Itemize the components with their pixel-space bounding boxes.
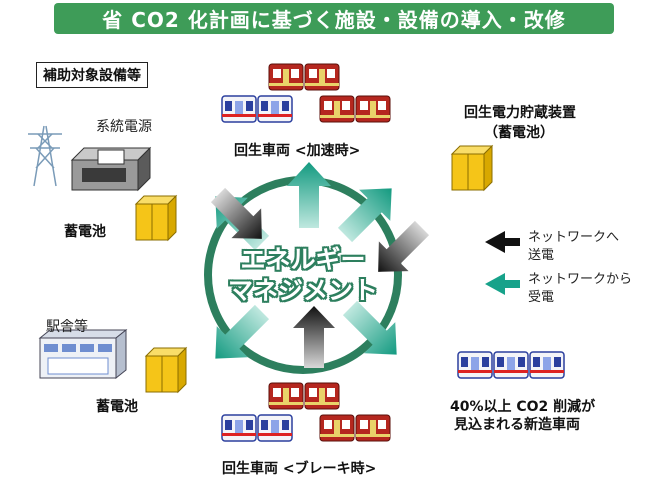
legend-send-arrow: [485, 231, 520, 253]
subsidy-label: 補助対象設備等: [36, 62, 148, 88]
power-plant-icon: [70, 146, 152, 192]
storage-label-line2: （蓄電池）: [484, 125, 554, 141]
regen-accel-label: 回生車両 <加速時>: [234, 143, 361, 159]
battery-left-bottom-label: 蓄電池: [96, 399, 138, 415]
new-vehicle-label-line1: 40%以上 CO2 削減が: [450, 399, 596, 415]
new-vehicle-label-line2: 見込まれる新造車両: [454, 417, 580, 433]
legend-send-line1: ネットワークへ: [528, 230, 620, 245]
arrow-from-brake-vehicle: [293, 306, 335, 368]
legend-receive-line2: 受電: [528, 290, 555, 305]
legend-receive-arrow: [485, 273, 520, 295]
storage-label-line1: 回生電力貯蔵装置: [464, 105, 576, 121]
energy-management-center: エネルギー マネジメント: [223, 244, 383, 306]
battery-left-bottom-icon: [145, 347, 187, 393]
regen-brake-label: 回生車両 <ブレーキ時>: [222, 461, 377, 477]
center-line2: マネジメント: [227, 276, 378, 305]
battery-left-top-icon: [135, 195, 177, 241]
grid-power-label: 系統電源: [96, 119, 152, 135]
legend-send-line2: 送電: [528, 248, 555, 263]
page-title: 省 CO2 化計画に基づく施設・設備の導入・改修: [54, 3, 614, 34]
storage-battery-icon: [451, 145, 493, 191]
center-line1: エネルギー: [240, 245, 366, 274]
station-icon: [38, 328, 128, 380]
battery-left-top-label: 蓄電池: [64, 224, 106, 240]
station-label: 駅舎等: [46, 319, 88, 335]
power-tower-icon: [28, 125, 62, 187]
arrow-to-accel-vehicle: [287, 162, 331, 228]
legend-receive-line1: ネットワークから: [528, 272, 633, 287]
